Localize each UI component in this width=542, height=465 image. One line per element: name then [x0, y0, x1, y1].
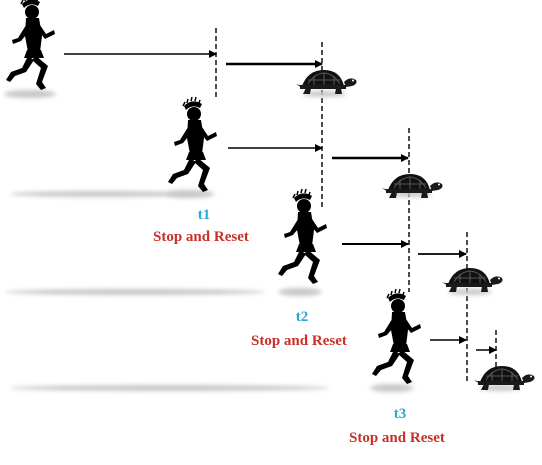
- tortoise-icon: [441, 267, 503, 293]
- stage-1-time-label: t1: [197, 207, 211, 223]
- runner-icon: [5, 0, 56, 91]
- stage-3-time-label: t3: [393, 406, 407, 422]
- tortoise-icon: [295, 69, 357, 95]
- runner-shadow: [278, 288, 322, 296]
- runner-shadow: [4, 90, 56, 98]
- trail-shadow: [10, 385, 330, 391]
- tortoise-shadow: [302, 91, 346, 97]
- stage-2-time-label: t2: [295, 309, 309, 325]
- runner-shadow: [166, 190, 214, 198]
- runner-icon: [371, 288, 422, 385]
- runner-icon: [277, 188, 328, 285]
- trail-shadow: [10, 191, 190, 197]
- stage-2-action-label: Stop and Reset: [251, 333, 347, 349]
- runner-shadow: [370, 384, 414, 392]
- stage-1-action-label: Stop and Reset: [153, 229, 249, 245]
- trail-shadow: [5, 289, 265, 295]
- tortoise-shadow: [480, 385, 520, 391]
- tortoise-shadow: [448, 289, 492, 295]
- stage-3-action-label: Stop and Reset: [349, 430, 445, 446]
- runner-icon: [167, 96, 218, 193]
